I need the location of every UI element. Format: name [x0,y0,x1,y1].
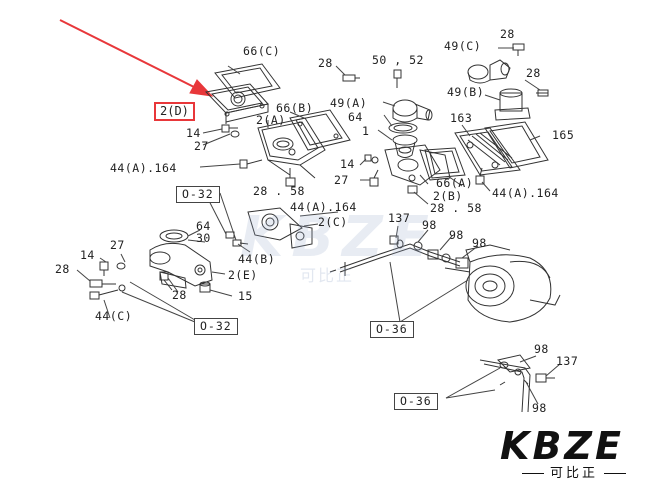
housing-49b [494,88,531,121]
label-49a: 49(A) [330,96,368,110]
bolt-14c [99,261,126,276]
bolt-28-58-a [285,168,296,187]
plug-15 [199,281,211,293]
label-49b: 49(B) [447,85,485,99]
ref-leaders [389,225,561,405]
label-14-a: 14 [186,126,201,140]
label-28-tr2: 28 [526,66,541,80]
label-165: 165 [552,128,575,142]
bolt-28-d [159,271,173,291]
housing-49c [467,59,511,84]
ref-o32-b: O-32 [194,318,238,335]
gasket-66c [214,63,281,99]
elbow-2e [149,242,213,289]
label-44a164-a: 44(A).164 [110,161,177,175]
label-1: 1 [362,124,370,138]
ref-o32-a: O-32 [176,186,220,203]
bolt-44a-b [475,167,485,185]
label-98-e: 98 [532,401,547,415]
oil-return-line [479,354,555,413]
label-27-a: 27 [194,139,209,153]
bolt-14a [221,124,240,138]
ring-64-top [388,122,418,134]
label-27-c: 27 [110,238,125,252]
label-50-52: 50 , 52 [372,53,424,67]
ref-o36-b: O-36 [394,393,438,410]
label-2c: 2(C) [318,215,348,229]
ref-o36-a: O-36 [370,321,414,338]
label-137-a: 137 [388,211,411,225]
label-44b: 44(B) [238,252,276,266]
label-28-58-b: 28 . 58 [430,201,482,215]
label-64-mid: 64 [196,219,211,233]
label-137-b: 137 [556,354,579,368]
label-14-c: 14 [80,248,95,262]
label-28-58-a: 28 . 58 [253,184,305,198]
highlight-label-2d: 2(D) [154,102,195,122]
label-14-b: 14 [340,157,355,171]
label-44c: 44(C) [95,309,133,323]
label-28-tr: 28 [500,27,515,41]
housing-49a [392,99,433,123]
label-98-d: 98 [534,342,549,356]
turbocharger [444,244,561,323]
label-28-c: 28 [55,262,70,276]
watermark: KBZE [240,205,437,270]
bolt-28-tr1 [512,43,525,56]
brand-logo-sub: 可比正 [516,462,632,481]
gasket-165 [484,121,549,169]
label-2a: 2(A) [256,113,286,127]
label-44a164-b: 44(A).164 [492,186,559,200]
part-2d [204,83,269,124]
bolt-28-top [342,74,360,82]
highlight-arrow [59,19,214,97]
label-15: 15 [238,289,253,303]
gasket-66a [424,147,466,179]
label-27-b: 27 [334,173,349,187]
bolt-14b [364,154,379,187]
label-30: 30 [196,231,211,245]
gasket-66b [289,109,351,151]
bolt-44c [89,284,126,300]
bracket-2c [247,207,313,249]
label-98-b: 98 [449,228,464,242]
part-2b [384,144,451,186]
label-49c: 49(C) [444,39,482,53]
brand-logo: KBZE [500,424,624,468]
label-64-top: 64 [348,110,363,124]
label-28-top: 28 [318,56,333,70]
bolt-28-c [89,279,116,288]
bolt-28-tr2 [536,89,549,97]
bolt-44a-a [239,159,263,169]
label-66c: 66(C) [243,44,281,58]
bolt-50-52 [393,69,402,88]
leader-lines [76,47,541,323]
label-28-d: 28 [172,288,187,302]
oil-line [329,235,469,276]
label-98-c: 98 [472,236,487,250]
bolt-28-58-b [407,185,418,194]
label-44a164-c: 44(A).164 [290,200,357,214]
watermark-sub: 可比正 [300,266,355,285]
label-163: 163 [450,111,473,125]
label-66a: 66(A) [436,176,474,190]
label-2e: 2(E) [228,268,258,282]
label-66b: 66(B) [276,101,314,115]
ring-64-mid [159,229,189,243]
label-98-a: 98 [422,218,437,232]
label-2b: 2(B) [433,189,463,203]
